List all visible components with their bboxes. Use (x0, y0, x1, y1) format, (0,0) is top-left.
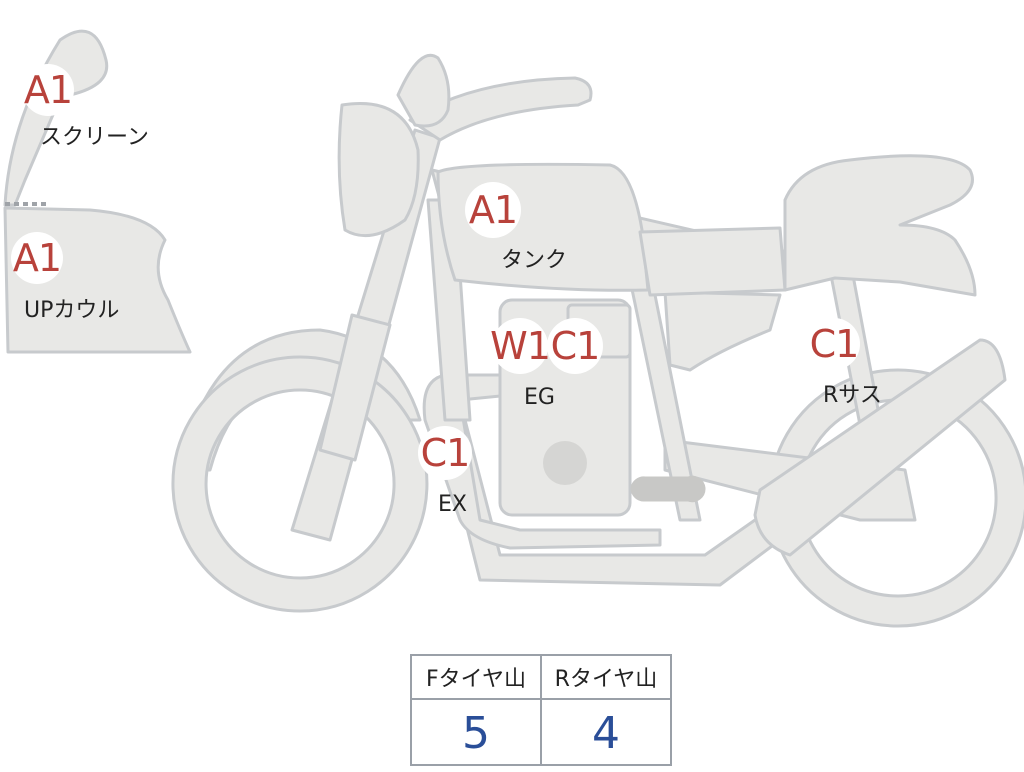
grade-screen: A1 (22, 64, 74, 116)
label-screen: スクリーン (40, 125, 149, 150)
grade-exhaust: C1 (418, 426, 472, 480)
rear-wheel (768, 368, 1024, 628)
screen-shape (3, 29, 109, 207)
table-header-front: Fタイヤ山 (412, 656, 542, 700)
seat-base (638, 226, 787, 297)
table-header-rear: Rタイヤ山 (542, 656, 670, 700)
front-wheel (171, 355, 429, 613)
headlight (337, 102, 420, 238)
grade-engine-c: C1 (547, 318, 603, 374)
table-value-rear: 4 (592, 707, 620, 759)
muffler (753, 338, 1007, 557)
label-exhaust: EX (438, 492, 467, 517)
label-engine: EG (524, 385, 555, 410)
mirror (396, 53, 451, 128)
grade-engine-w: W1 (490, 318, 551, 374)
table-value-front: 5 (412, 700, 542, 766)
fork-cover (318, 313, 392, 462)
seat-tail (783, 154, 977, 297)
label-tank: タンク (501, 248, 568, 273)
label-upcowl: UPカウル (24, 298, 120, 323)
side-cover (663, 290, 782, 372)
tire-tread-table: Fタイヤ山 Rタイヤ山 5 4 (410, 654, 672, 766)
grade-tank: A1 (465, 182, 521, 238)
grade-upcowl: A1 (11, 232, 63, 284)
handlebar (408, 76, 593, 142)
footpeg (630, 475, 706, 503)
engine-cover-circle (543, 441, 587, 485)
grade-rear-sus: C1 (808, 318, 860, 370)
label-rear-sus: Rサス (823, 383, 882, 408)
